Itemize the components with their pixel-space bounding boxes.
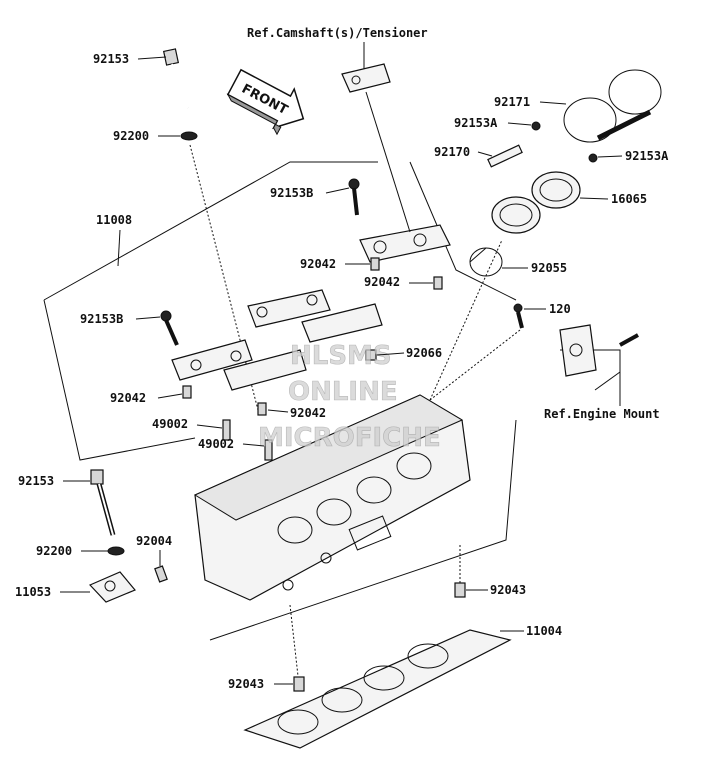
screw-92153A-right [588,153,598,163]
bracket-11053 [88,571,136,603]
stud-92004 [154,565,168,583]
callout-92055: 92055 [531,261,567,275]
bolt-92153B-left [160,310,179,346]
assembly-frame-right [409,161,517,301]
watermark-line-3: MICROFICHE [258,423,441,453]
watermark-line-2: ONLINE [288,377,398,407]
callout-92004: 92004 [136,534,172,548]
head-gasket-11004 [243,629,512,749]
callout-92043-bottom: 92043 [228,677,264,691]
cylinder-head [193,394,471,601]
oring-92055 [469,247,503,277]
dowel-92042-d [257,402,267,416]
bolt-92153-bottom [90,469,116,536]
callout-16065: 16065 [611,192,647,206]
dowel-92043-bottom [293,676,305,692]
cam-cap-upper-right [359,224,451,263]
washer-92200-bottom [107,546,125,556]
cam-cap-lower-left [171,289,383,391]
assembly-frame-top [43,161,378,301]
intake-clamp-92171 [563,69,662,143]
bolt-120 [513,303,524,329]
callout-92200-bottom: 92200 [36,544,72,558]
callout-92153-bottom: 92153 [18,474,54,488]
bolt-92153B-right [348,178,360,216]
dowel-92042-c [182,385,192,399]
intake-holder-16065 [491,171,581,234]
dowel-92042-b [433,276,443,290]
ref-camshaft-tensioner-label: Ref.Camshaft(s)/Tensioner [247,26,428,40]
callout-92171: 92171 [494,95,530,109]
assembly-frame-bottom [209,419,517,641]
pipe-92170 [487,144,523,168]
screw-92153A-left [531,121,541,131]
callout-92153A-left: 92153A [454,116,498,130]
callout-11004: 11004 [526,624,562,638]
tensioner-bracket [341,63,391,93]
callout-92043-right: 92043 [490,583,526,597]
assembly-frame-left [43,299,196,461]
ref-engine-mount-label: Ref.Engine Mount [544,407,660,421]
callout-92153B-right: 92153B [270,186,313,200]
callout-92042-c: 92042 [110,391,146,405]
callout-92042-b: 92042 [364,275,400,289]
callout-92200-top: 92200 [113,129,149,143]
washer-92200-top [180,131,198,141]
pin-49002-b [264,439,273,461]
callout-49002-a: 49002 [152,417,188,431]
callout-92153-top: 92153 [93,52,129,66]
callout-11053: 11053 [15,585,51,599]
pin-49002-a [222,419,231,441]
engine-mount-bracket [559,324,639,377]
callout-92042-d: 92042 [290,406,326,420]
callout-49002-b: 49002 [198,437,234,451]
callout-92066: 92066 [406,346,442,360]
dowel-92042-a [370,257,380,271]
callout-120: 120 [549,302,571,316]
front-arrow-icon: FRONT [226,68,305,136]
callout-92042-a: 92042 [300,257,336,271]
callout-11008: 11008 [96,213,132,227]
callout-92153B-left: 92153B [80,312,123,326]
bolt-92153-top [162,48,189,109]
callout-92153A-right: 92153A [625,149,669,163]
callout-92170: 92170 [434,145,470,159]
watermark-line-1: HLSMS [290,341,392,371]
dowel-92043-right [454,582,466,598]
plug-92066 [365,349,377,361]
